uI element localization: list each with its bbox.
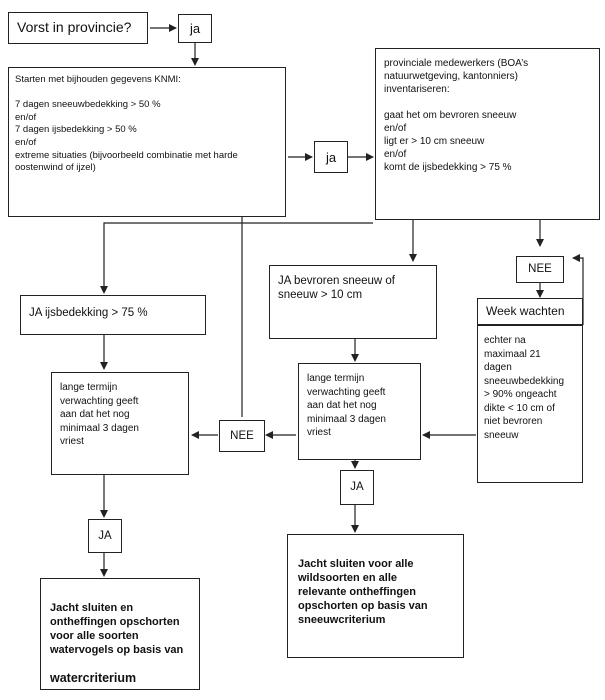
node-echter: echter na maximaal 21 dagen sneeuwbedekk… xyxy=(477,325,583,483)
node-lange-left: lange termijn verwachting geeft aan dat … xyxy=(51,372,189,475)
node-provinciale: provinciale medewerkers (BOA’s natuurwet… xyxy=(375,48,600,220)
node-ja-mid: ja xyxy=(314,141,348,173)
node-knmi: Starten met bijhouden gegevens KNMI: 7 d… xyxy=(8,67,286,217)
node-jacht-left: Jacht sluiten en ontheffingen opschorten… xyxy=(40,578,200,690)
edge-provinciale-to-ja-ijs xyxy=(100,222,373,294)
jacht-left-text: Jacht sluiten en ontheffingen opschorten… xyxy=(50,602,184,656)
jacht-left-last-line: watercriterium xyxy=(50,671,137,685)
node-vorst: Vorst in provincie? xyxy=(8,12,148,44)
node-ja-top: ja xyxy=(178,14,212,43)
node-ja-ijs: JA ijsbedekking > 75 % xyxy=(20,295,206,335)
node-lange-right: lange termijn verwachting geeft aan dat … xyxy=(298,363,421,460)
node-ja-left-bottom: JA xyxy=(88,519,122,553)
node-week-wachten: Week wachten xyxy=(477,298,583,325)
node-ja-bevroren: JA bevroren sneeuw of sneeuw > 10 cm xyxy=(269,265,437,339)
node-ja-right-bottom: JA xyxy=(340,470,374,505)
node-nee-right: NEE xyxy=(516,256,564,283)
node-nee-mid: NEE xyxy=(219,420,265,452)
node-jacht-right: Jacht sluiten voor alle wildsoorten en a… xyxy=(287,534,464,658)
edge-week-loop xyxy=(572,254,584,325)
